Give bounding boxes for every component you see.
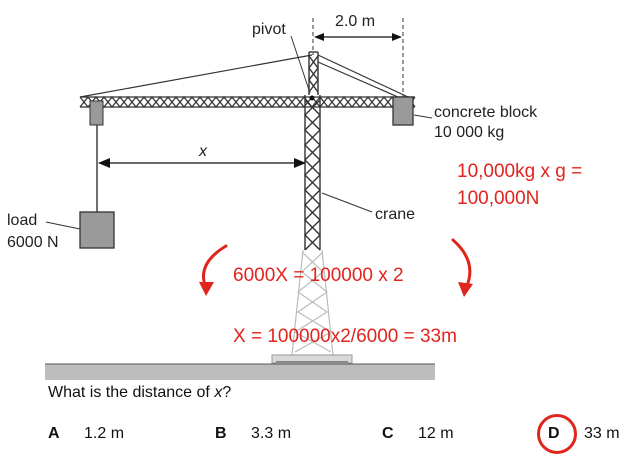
concrete-block-label: concrete block xyxy=(434,104,538,121)
distance-label: 2.0 m xyxy=(335,13,376,30)
ground xyxy=(45,364,435,380)
option-text: 12 m xyxy=(418,425,454,442)
selected-answer-circle xyxy=(537,414,577,454)
option-a[interactable]: A 1.2 m xyxy=(48,425,124,443)
pivot-label: pivot xyxy=(252,21,286,38)
annotation-equation: 6000X = 100000 x 2 xyxy=(233,265,404,286)
option-letter: C xyxy=(382,425,394,442)
load-label: load xyxy=(7,212,38,229)
option-text: 3.3 m xyxy=(251,425,292,442)
option-c[interactable]: C 12 m xyxy=(382,425,454,443)
concrete-block xyxy=(392,96,414,126)
question-suffix: ? xyxy=(222,384,232,401)
pivot-point xyxy=(309,95,315,101)
crane-tower xyxy=(304,95,321,251)
question-prefix: What is the distance of xyxy=(48,384,215,401)
annotation-answer: X = 100000x2/6000 = 33m xyxy=(233,326,457,347)
option-b[interactable]: B 3.3 m xyxy=(215,425,291,443)
load-weight xyxy=(79,211,115,249)
annotation-weight-line1: 10,000kg x g = xyxy=(457,161,583,182)
crane-label: crane xyxy=(375,206,416,223)
trolley xyxy=(89,100,104,126)
question-text: What is the distance of x? xyxy=(48,384,231,402)
annotation-weight-line2: 100,000N xyxy=(457,188,540,209)
x-label: x xyxy=(199,143,207,160)
x-distance-arrow xyxy=(98,158,306,168)
option-letter: A xyxy=(48,425,60,442)
concrete-block-mass: 10 000 kg xyxy=(434,124,505,141)
option-text: 1.2 m xyxy=(84,425,125,442)
crane-jib xyxy=(79,95,416,109)
answer-options: A 1.2 m B 3.3 m C 12 m D 33 m xyxy=(0,425,632,451)
question-variable: x xyxy=(214,384,223,401)
load-weight-label: 6000 N xyxy=(7,234,59,251)
distance-arrow xyxy=(314,33,402,41)
crane-tower-base xyxy=(291,249,334,356)
crane-diagram xyxy=(45,18,473,380)
option-letter: B xyxy=(215,425,227,442)
option-text: 33 m xyxy=(584,425,620,442)
